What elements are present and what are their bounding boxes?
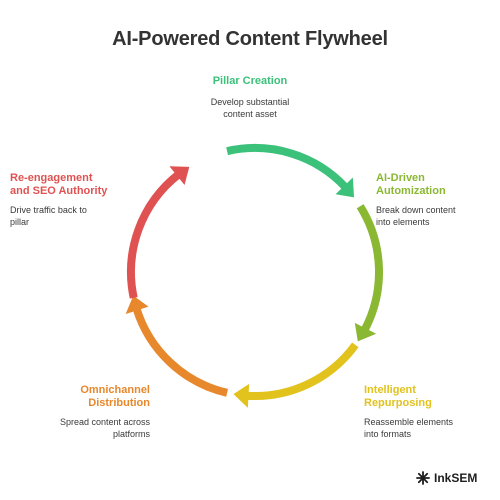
arrow-ai-driven-automization-head [354,322,377,342]
brand-name: InkSEM [434,471,478,485]
arrow-ai-driven-automization-arc [356,204,383,333]
stage-title: Pillar Creation [212,75,288,87]
inksem-logo-icon [416,471,430,485]
arrow-re-engagement-head [169,166,190,185]
stage-pillar-creation: Pillar Creation Develop substantial cont… [170,75,330,120]
stage-description: Drive traffic back to pillar [10,205,87,227]
arrow-pillar-creation-head [335,177,355,198]
stage-ai-driven-automization: AI-Driven Automization Break down conten… [376,172,486,228]
stage-description: Develop substantial content asset [210,97,290,119]
arrow-intelligent-repurposing-head [233,383,250,408]
stage-description: Spread content across platforms [59,417,150,439]
arrow-re-engagement-arc [127,171,182,299]
arrow-omnichannel-distribution-head [125,295,149,315]
stage-title: Omnichannel Distribution [80,384,150,409]
stage-title: Re-engagement and SEO Authority [10,172,108,197]
stage-title: Intelligent Repurposing [364,384,432,409]
stage-title: AI-Driven Automization [376,172,446,197]
arrow-pillar-creation-arc [226,144,349,191]
stage-description: Reassemble elements into formats [364,417,454,439]
diagram-title: AI-Powered Content Flywheel [112,28,388,50]
stage-omnichannel-distribution: Omnichannel Distribution Spread content … [30,384,150,440]
stage-description: Break down content into elements [376,205,456,227]
arrow-intelligent-repurposing-arc [246,342,359,400]
stage-intelligent-repurposing: Intelligent Repurposing Reassemble eleme… [364,384,484,440]
arrow-omnichannel-distribution-arc [132,307,229,397]
brand-logo: InkSEM [416,469,477,487]
stage-re-engagement-seo-authority: Re-engagement and SEO Authority Drive tr… [10,172,120,228]
